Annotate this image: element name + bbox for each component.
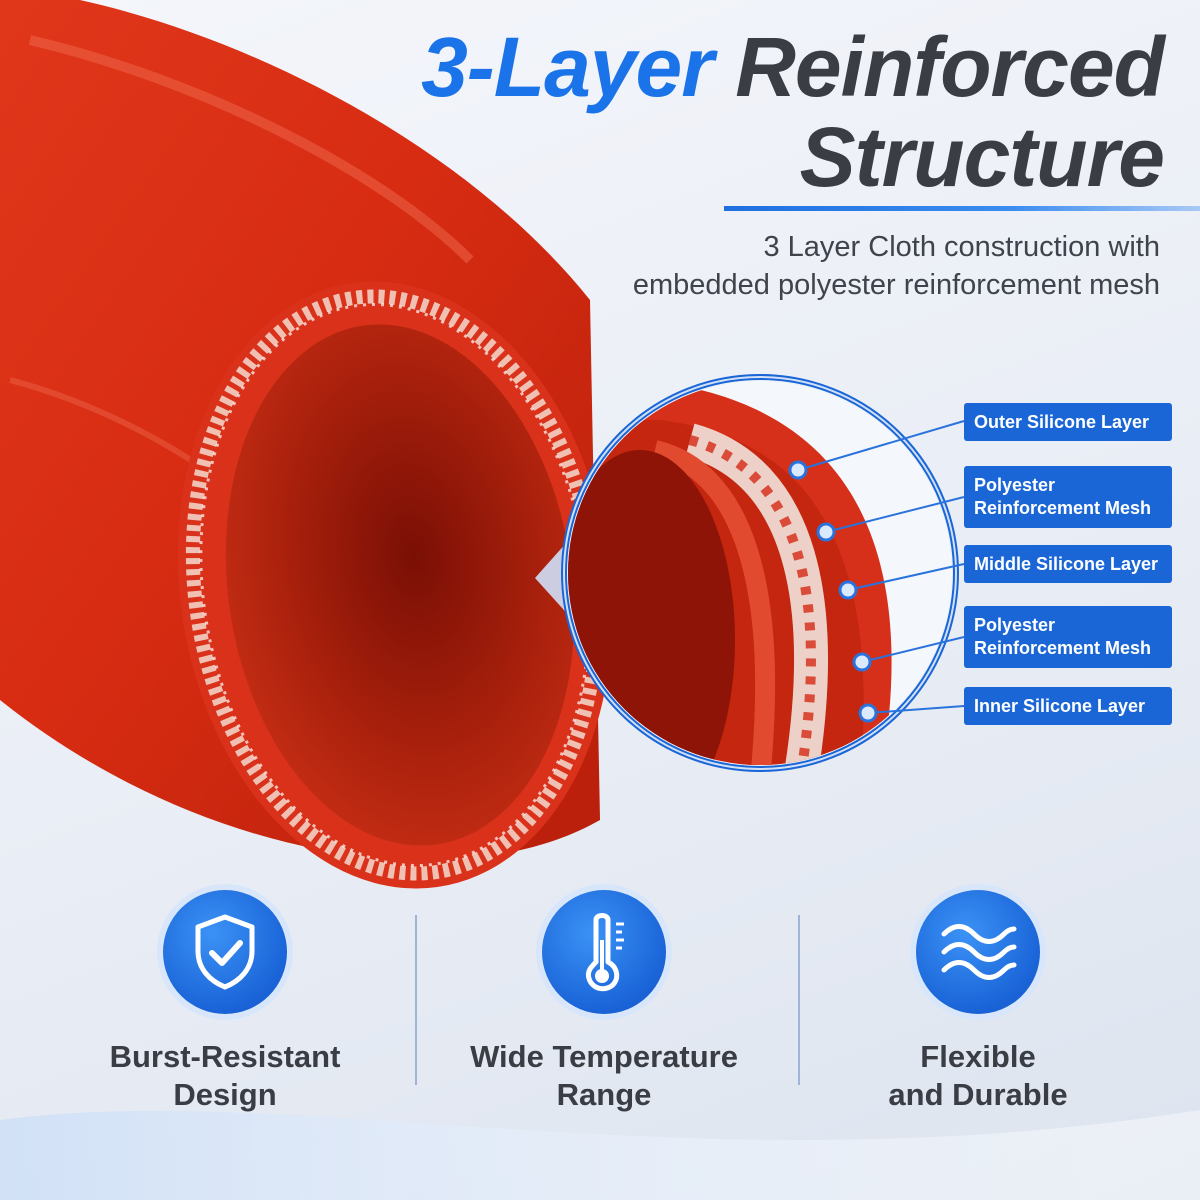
callout-polyester-mesh-2: Polyester Reinforcement Mesh	[964, 606, 1172, 668]
callout-outer-silicone-layer: Outer Silicone Layer	[964, 403, 1172, 441]
waves-icon	[916, 890, 1040, 1014]
headline-line2: Structure	[799, 110, 1165, 204]
callout-inner-silicone-layer: Inner Silicone Layer	[964, 687, 1172, 725]
thermometer-icon	[542, 890, 666, 1014]
hose-bore	[225, 324, 575, 846]
callout-dots	[788, 460, 878, 723]
feature-burst-resistant: Burst-Resistant Design	[75, 890, 375, 1114]
headline-number: 3-Layer	[421, 20, 714, 114]
feature-label: Flexible	[920, 1039, 1036, 1074]
silicone-hose	[0, 0, 613, 889]
feature-flexible-durable: Flexible and Durable	[828, 890, 1128, 1114]
callout-dot	[816, 522, 836, 542]
callout-polyester-mesh-1: Polyester Reinforcement Mesh	[964, 466, 1172, 528]
zoom-detail-circle	[561, 374, 959, 772]
headline: 3-Layer Reinforced Structure	[404, 20, 1165, 204]
feature-divider	[415, 915, 417, 1085]
subtitle: 3 Layer Cloth construction with embedded…	[540, 228, 1160, 304]
callout-middle-silicone-layer: Middle Silicone Layer	[964, 545, 1172, 583]
feature-divider	[798, 915, 800, 1085]
callout-dot	[838, 580, 858, 600]
shield-check-icon	[163, 890, 287, 1014]
headline-word: Reinforced	[735, 20, 1165, 114]
callout-dot	[858, 703, 878, 723]
callout-leaders	[797, 420, 965, 714]
callout-dot	[852, 652, 872, 672]
subtitle-line2: embedded polyester reinforcement mesh	[632, 269, 1160, 301]
subtitle-line1: 3 Layer Cloth construction with	[763, 231, 1160, 263]
title-divider	[724, 206, 1200, 211]
feature-label: Wide Temperature	[470, 1039, 738, 1074]
feature-wide-temperature: Wide Temperature Range	[454, 890, 754, 1114]
feature-label: and Durable	[888, 1077, 1068, 1112]
feature-label: Range	[556, 1077, 652, 1112]
callout-dot	[788, 460, 808, 480]
feature-label: Design	[173, 1077, 277, 1112]
floor-wave	[0, 1110, 1200, 1200]
feature-label: Burst-Resistant	[109, 1039, 341, 1074]
